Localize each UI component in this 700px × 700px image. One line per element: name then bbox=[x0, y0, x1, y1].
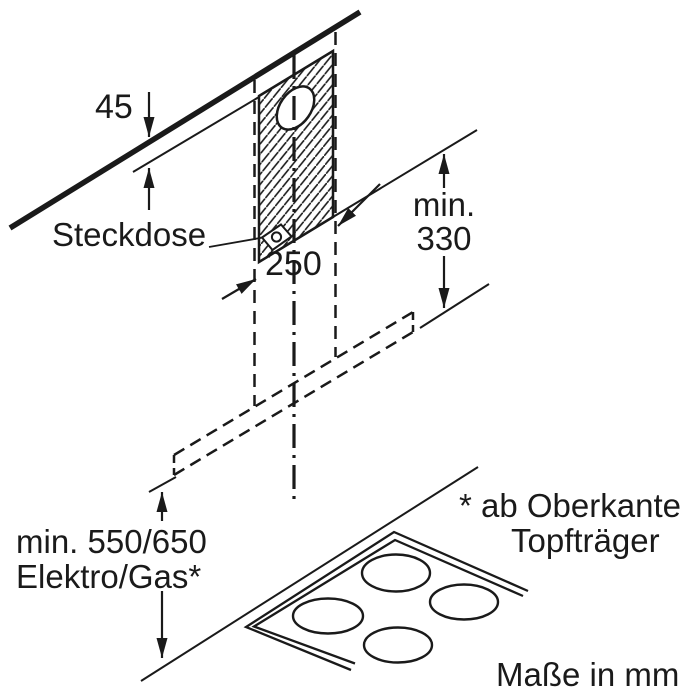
ceiling-line bbox=[8, 9, 362, 231]
mounting-area-hatched bbox=[257, 48, 335, 265]
cooktop-outer-edge bbox=[243, 530, 529, 672]
dim-250-arrow-right bbox=[337, 183, 381, 227]
burner-left bbox=[291, 597, 365, 635]
footnote-line1: * ab Oberkante bbox=[459, 487, 681, 524]
dim-550-label-line1: min. 550/650 bbox=[16, 523, 207, 560]
ceiling-offset-line bbox=[132, 96, 260, 173]
burner-right bbox=[428, 583, 500, 621]
dim-250-arrow-left bbox=[221, 278, 257, 300]
pot-support-reference-line bbox=[140, 466, 479, 682]
dim-330-label-line2: 330 bbox=[416, 220, 472, 257]
dim-550-label-line2: Elektro/Gas* bbox=[16, 558, 202, 595]
burner-bottom bbox=[362, 626, 434, 664]
burner-top bbox=[360, 553, 432, 593]
footnote-line2: Topfträger bbox=[511, 522, 660, 559]
dim-330-label-line1: min. bbox=[412, 186, 476, 223]
cooktop-inner-edge bbox=[251, 538, 524, 665]
dim-45-label: 45 bbox=[95, 88, 133, 126]
dim-250-label: 250 bbox=[265, 245, 322, 283]
hood-edge-tick-left bbox=[148, 476, 177, 493]
units-note: Maße in mm bbox=[496, 656, 680, 693]
hood-edge-extension-right bbox=[419, 283, 490, 329]
socket-label: Steckdose bbox=[52, 216, 207, 253]
socket-hole bbox=[270, 231, 283, 243]
mount-bottom-extension-line bbox=[332, 129, 478, 218]
